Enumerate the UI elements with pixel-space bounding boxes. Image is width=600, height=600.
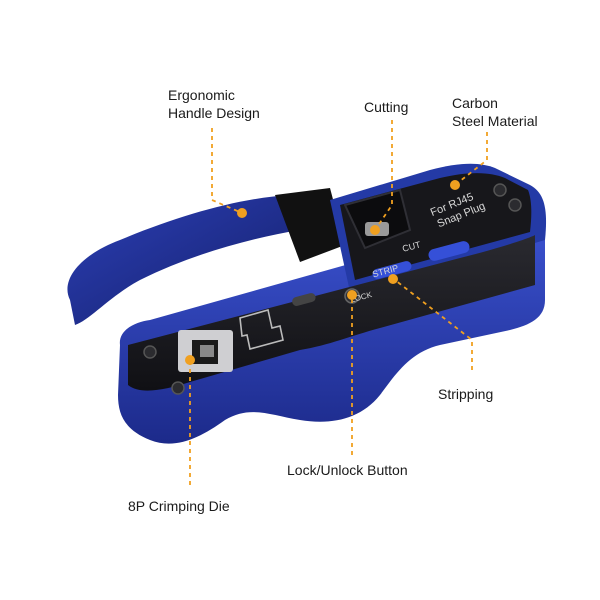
callout-lock-unlock: Lock/Unlock Button [287, 461, 408, 479]
callout-carbon-line2: Steel Material [452, 113, 538, 129]
callout-crimping-die: 8P Crimping Die [128, 497, 230, 515]
screw-icon [493, 183, 507, 197]
callout-dot-stripping [388, 274, 398, 284]
callout-dot-ergonomic [237, 208, 247, 218]
callout-line-stripping [394, 279, 473, 370]
callout-carbon: Carbon Steel Material [452, 94, 538, 130]
callout-ergonomic: Ergonomic Handle Design [168, 86, 260, 122]
tool-handle [67, 195, 300, 325]
callout-carbon-line1: Carbon [452, 95, 498, 111]
callout-line-cutting [374, 120, 393, 231]
callout-dot-carbon [450, 180, 460, 190]
screw-icon [143, 345, 157, 359]
callout-cutting-text: Cutting [364, 99, 409, 115]
handle-black-joint [275, 188, 345, 262]
screw-icon [171, 381, 185, 395]
callout-dot-die [185, 355, 195, 365]
stripping-slot [372, 261, 412, 279]
callout-cutting: Cutting [364, 98, 408, 116]
callout-dot-cutting [370, 225, 380, 235]
callout-lock-unlock-text: Lock/Unlock Button [287, 462, 408, 478]
lock-slot [292, 293, 316, 306]
callout-dot-lock [347, 290, 357, 300]
callout-stripping-text: Stripping [438, 386, 494, 402]
crimping-die-insert [200, 345, 214, 357]
cut-slot [428, 241, 470, 261]
cut-marking: CUT [401, 239, 422, 254]
callout-ergonomic-line1: Ergonomic [168, 87, 235, 103]
rj45-icon [239, 308, 284, 350]
callout-line-ergonomic [211, 128, 243, 214]
screw-icon [508, 198, 522, 212]
callout-ergonomic-line2: Handle Design [168, 105, 260, 121]
callout-line-carbon [454, 132, 488, 186]
callout-stripping: Stripping [438, 385, 493, 403]
cutting-jaw [343, 188, 412, 250]
callout-crimping-die-text: 8P Crimping Die [128, 498, 230, 514]
